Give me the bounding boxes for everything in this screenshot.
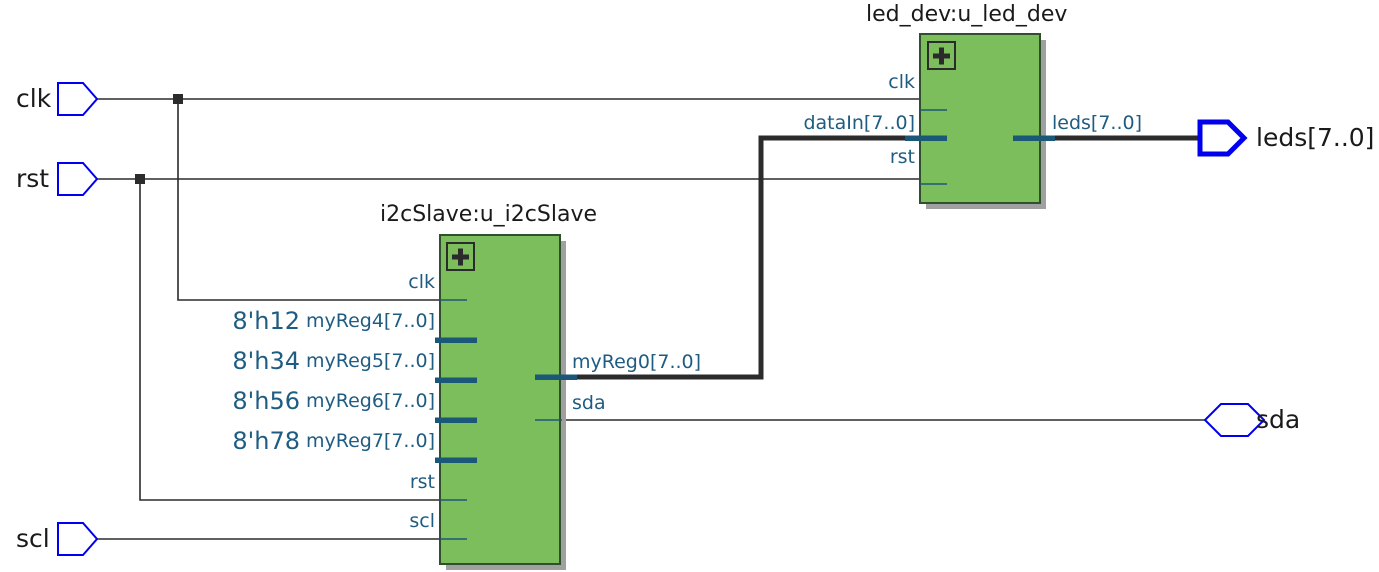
bidir-port-shape-sda[interactable]	[1203, 403, 1266, 437]
junction-dot-rst	[135, 174, 145, 184]
port-stub-i2c-myreg7	[435, 457, 477, 463]
port-stub-led-dev-leds	[1013, 135, 1055, 141]
port-label-i2c-myreg7: myReg7[7..0]	[305, 430, 435, 452]
input-port-shape-scl[interactable]	[57, 522, 99, 556]
port-label-i2c-myreg0: myReg0[7..0]	[572, 351, 702, 373]
io-label-leds: leds[7..0]	[1256, 123, 1375, 152]
plus-icon-led-dev[interactable]	[927, 41, 956, 70]
port-stub-i2c-myreg5	[435, 377, 477, 383]
input-port-shape-rst[interactable]	[57, 162, 99, 196]
port-label-led-dev-leds: leds[7..0]	[1052, 112, 1143, 134]
output-port-shape-leds[interactable]	[1197, 119, 1248, 157]
constant-value-myreg5: 8'h34	[232, 347, 300, 375]
constant-value-myreg6: 8'h56	[232, 387, 300, 415]
io-label-scl: scl	[16, 524, 50, 553]
top-port-shapes	[57, 82, 1266, 556]
constant-value-myreg4: 8'h12	[232, 307, 300, 335]
port-stub-i2c-myreg4	[435, 337, 477, 343]
io-label-sda: sda	[1256, 405, 1301, 434]
block-led-dev[interactable]	[905, 33, 1055, 209]
port-label-i2c-sda: sda	[572, 392, 606, 414]
port-label-led-dev-clk: clk	[888, 71, 915, 93]
wire-bus-myreg0-to-datain	[560, 135, 920, 380]
port-stub-i2c-myreg0	[535, 374, 577, 380]
port-label-led-dev-rst: rst	[889, 146, 915, 168]
wire-layer-thin	[97, 98, 1205, 540]
block-body-i2cslave	[439, 234, 561, 565]
block-body-led-dev	[919, 33, 1041, 204]
port-label-i2c-myreg5: myReg5[7..0]	[305, 350, 435, 372]
wire-rst-branch-i2c	[139, 179, 440, 501]
port-label-i2c-myreg4: myReg4[7..0]	[305, 310, 435, 332]
port-stub-i2c-myreg6	[435, 417, 477, 423]
port-label-i2c-clk: clk	[408, 271, 435, 293]
plus-icon-i2cslave[interactable]	[446, 242, 475, 271]
io-label-clk: clk	[16, 84, 52, 113]
wire-clk-branch-i2c	[177, 99, 440, 301]
input-port-shape-clk[interactable]	[57, 82, 99, 116]
instance-title-i2cslave: i2cSlave:u_i2cSlave	[380, 202, 597, 227]
junction-dot-clk	[173, 94, 183, 104]
constant-value-myreg7: 8'h78	[232, 427, 300, 455]
wire-layer-bus	[560, 135, 1200, 380]
io-label-rst: rst	[16, 164, 50, 193]
port-label-i2c-scl: scl	[409, 510, 435, 532]
junction-layer	[135, 94, 183, 184]
port-label-led-dev-datain: dataIn[7..0]	[803, 112, 915, 134]
block-i2cslave[interactable]	[435, 234, 577, 570]
instance-title-led-dev: led_dev:u_led_dev	[866, 2, 1068, 27]
port-label-i2c-myreg6: myReg6[7..0]	[305, 390, 435, 412]
port-label-i2c-rst: rst	[409, 471, 435, 493]
port-stub-led-dev-datain	[905, 135, 947, 141]
